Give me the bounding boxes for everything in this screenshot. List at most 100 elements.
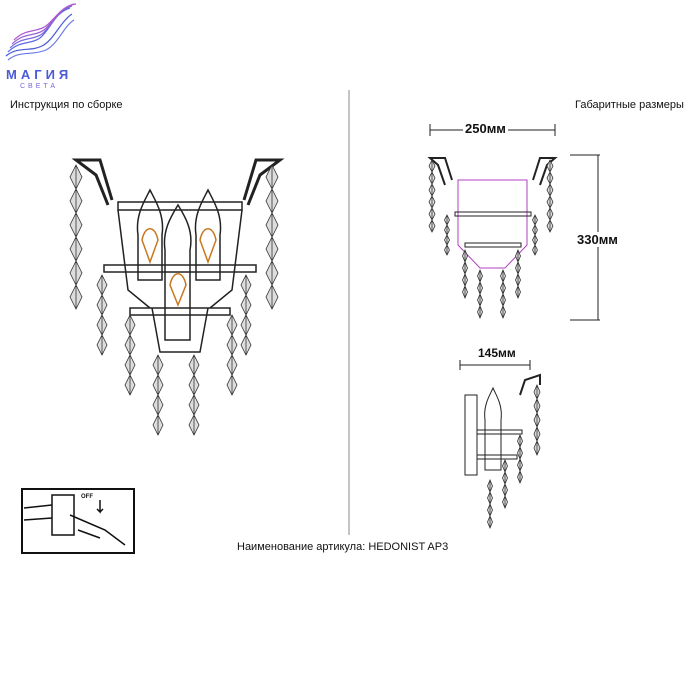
- crystal-drop: [265, 284, 279, 310]
- crystal-drop: [532, 244, 538, 256]
- crystal-drop: [546, 207, 554, 221]
- crystal-drop: [226, 334, 238, 356]
- crystal-drop: [487, 514, 493, 530]
- crystal-drop: [265, 260, 279, 286]
- crystal-drop: [96, 274, 108, 296]
- crystal-drop: [96, 294, 108, 316]
- crystal-drop: [226, 374, 238, 396]
- crystal-drop: [188, 374, 200, 396]
- crystal-drop: [500, 304, 506, 320]
- crystal-drop: [444, 244, 450, 256]
- crystal-drop: [444, 234, 450, 246]
- crystal-drop: [532, 214, 538, 226]
- crystal-drop: [533, 425, 541, 443]
- crystal-drop: [487, 502, 493, 518]
- crystal-drop: [502, 482, 508, 498]
- crystal-drop: [444, 214, 450, 226]
- crystal-drop: [428, 207, 436, 221]
- crystal-drop: [477, 280, 483, 296]
- crystal-drop: [69, 164, 83, 190]
- crystal-drop: [487, 478, 493, 494]
- crystal-drop: [502, 494, 508, 510]
- crystal-drop: [240, 314, 252, 336]
- crystal-drop: [444, 224, 450, 236]
- crystal-drop: [500, 268, 506, 284]
- crystal-drop: [152, 374, 164, 396]
- crystal-drop: [240, 334, 252, 356]
- crystal-drop: [546, 171, 554, 185]
- off-label: OFF: [81, 494, 93, 500]
- depth-label: 145мм: [478, 346, 516, 360]
- crystal-drop: [428, 195, 436, 209]
- crystal-drop: [533, 439, 541, 457]
- crystal-drop: [96, 314, 108, 336]
- crystal-drop: [462, 260, 468, 276]
- brand-logo-waves: [5, 3, 77, 61]
- crystal-drop: [546, 219, 554, 233]
- article-name: Наименование артикула: HEDONIST AP3: [237, 541, 449, 553]
- crystal-drop: [69, 284, 83, 310]
- crystal-drop: [265, 212, 279, 238]
- crystal-drop: [532, 234, 538, 246]
- crystal-drop: [500, 280, 506, 296]
- crystal-drop: [462, 284, 468, 300]
- crystal-drop: [69, 212, 83, 238]
- crystal-drop: [477, 268, 483, 284]
- crystal-drop: [240, 294, 252, 316]
- crystal-drop: [546, 183, 554, 197]
- crystal-drop: [240, 274, 252, 296]
- crystal-drop: [502, 458, 508, 474]
- width-label: 250мм: [463, 121, 508, 136]
- crystal-drop: [265, 236, 279, 262]
- crystal-drop: [532, 224, 538, 236]
- crystal-drop: [69, 236, 83, 262]
- lamp-dimension-side: [459, 360, 541, 530]
- crystal-drop: [188, 414, 200, 436]
- crystal-drop: [515, 260, 521, 276]
- crystal-drop: [226, 314, 238, 336]
- crystal-drop: [502, 470, 508, 486]
- crystal-drop: [546, 195, 554, 209]
- crystal-drop: [152, 354, 164, 376]
- crystal-drop: [428, 219, 436, 233]
- crystal-drop: [226, 354, 238, 376]
- crystal-drop: [517, 469, 523, 485]
- brand-sub: СВЕТА: [20, 83, 59, 90]
- crystal-drop: [517, 433, 523, 449]
- crystal-drop: [69, 260, 83, 286]
- crystal-drop: [188, 394, 200, 416]
- lamp-dimension-front: [427, 124, 600, 321]
- crystal-drop: [477, 292, 483, 308]
- crystal-drop: [517, 445, 523, 461]
- crystal-drop: [124, 334, 136, 356]
- dimensions-heading: Габаритные размеры: [575, 99, 684, 111]
- crystal-drop: [515, 272, 521, 288]
- crystal-drop: [462, 248, 468, 264]
- height-label: 330мм: [577, 232, 618, 247]
- crystal-drop: [265, 188, 279, 214]
- assembly-heading: Инструкция по сборке: [10, 99, 123, 111]
- crystal-drop: [152, 394, 164, 416]
- crystal-drop: [69, 188, 83, 214]
- crystal-drop: [188, 354, 200, 376]
- crystal-drop: [517, 457, 523, 473]
- crystal-drop: [500, 292, 506, 308]
- crystal-drop: [96, 334, 108, 356]
- power-off-illustration: [21, 488, 135, 554]
- crystal-drop: [533, 383, 541, 401]
- brand-name: МАГИЯ: [6, 67, 73, 82]
- lamp-front-drawing: [69, 158, 285, 436]
- crystal-drop: [533, 397, 541, 415]
- crystal-drop: [533, 411, 541, 429]
- crystal-drop: [462, 272, 468, 288]
- crystal-drop: [124, 314, 136, 336]
- crystal-drop: [515, 248, 521, 264]
- crystal-drop: [124, 354, 136, 376]
- crystal-drop: [265, 164, 279, 190]
- crystal-drop: [428, 183, 436, 197]
- crystal-drop: [152, 414, 164, 436]
- crystal-drop: [487, 490, 493, 506]
- crystal-drop: [515, 284, 521, 300]
